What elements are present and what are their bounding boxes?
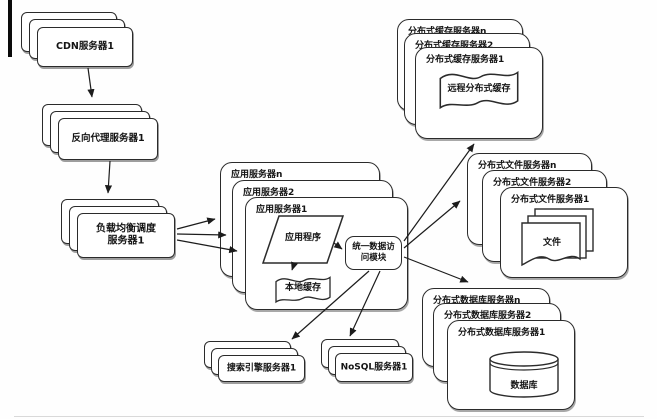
arrow-lb-to-app-n: [176, 217, 216, 230]
application-parallelogram-shape: [261, 215, 345, 264]
db-server-n-label: 分布式数据库服务器n: [433, 296, 521, 306]
arrow-module-to-cache-servers: [403, 143, 475, 242]
cdn-server-label: CDN服务器1: [56, 41, 114, 53]
nosql-server-label: NoSQL服务器1: [340, 361, 408, 372]
scan-artifact-vertical-mark: [8, 0, 12, 57]
arrow-module-to-db-servers: [403, 256, 469, 283]
remote-cache-label: 远程分布式缓存: [447, 84, 511, 94]
file-server-1-label: 分布式文件服务器1: [511, 195, 590, 205]
app-server-1-label: 应用服务器1: [256, 205, 308, 215]
cache-server-2-label: 分布式缓存服务器2: [415, 41, 494, 51]
file-server-n-label: 分布式文件服务器n: [478, 161, 557, 171]
application-label: 应用程序: [284, 233, 321, 243]
remote-cache-wave-shape: [439, 70, 519, 110]
search-server-label: 搜索引擎服务器1: [226, 362, 297, 373]
app-server-2-label: 应用服务器2: [243, 188, 295, 198]
files-documents-shape: [521, 208, 594, 267]
database-label: 数据库: [510, 381, 538, 391]
cache-server-1-label: 分布式缓存服务器1: [426, 55, 505, 65]
nosql-server-box: NoSQL服务器1: [335, 353, 413, 382]
search-server-box: 搜索引擎服务器1: [218, 355, 305, 382]
data-access-module-box: 统一数据访问模块: [345, 236, 402, 270]
arrow-cdn-to-proxy: [87, 67, 95, 98]
arrow-module-to-file-servers: [403, 200, 461, 249]
arrow-proxy-to-lb: [104, 160, 113, 194]
data-access-module-label: 统一数据访问模块: [352, 241, 395, 263]
db-server-2-label: 分布式数据库服务器2: [444, 311, 532, 321]
files-label: 文件: [542, 238, 561, 248]
reverse-proxy-label: 反向代理服务器1: [71, 133, 145, 145]
scan-artifact-bottom-line: [14, 416, 644, 417]
reverse-proxy-box: 反向代理服务器1: [58, 118, 158, 160]
cdn-server-box: CDN服务器1: [37, 27, 133, 67]
load-balancer-box: 负载均衡调度服务器1: [77, 213, 175, 258]
arrow-lb-to-app-2: [176, 231, 227, 239]
db-server-1-label: 分布式数据库服务器1: [458, 328, 546, 338]
app-server-n-label: 应用服务器n: [231, 170, 283, 180]
load-balancer-label: 负载均衡调度服务器1: [96, 223, 156, 247]
file-server-2-label: 分布式文件服务器2: [493, 178, 572, 188]
database-cylinder-shape: [489, 351, 559, 398]
cache-server-n-label: 分布式缓存服务器n: [408, 27, 487, 37]
local-cache-label: 本地缓存: [284, 283, 321, 293]
